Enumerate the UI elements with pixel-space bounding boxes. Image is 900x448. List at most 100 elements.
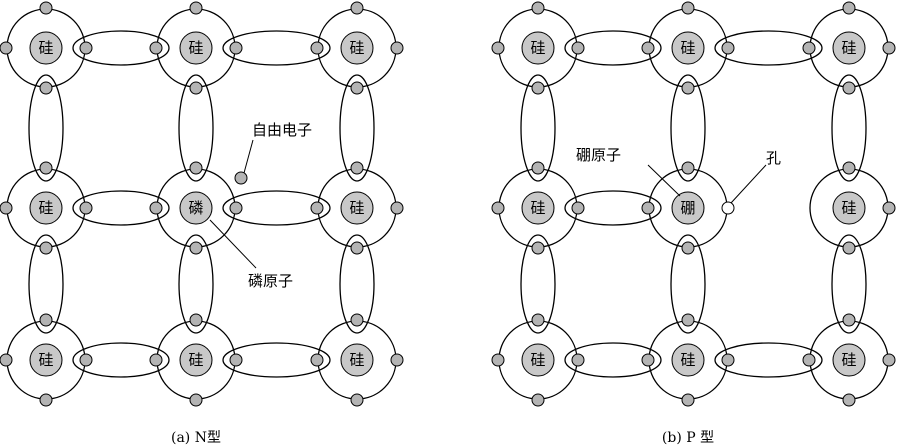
- covalent-bond-horizontal: [564, 190, 662, 226]
- atom-nucleus: [832, 191, 866, 225]
- valence-electron: [39, 1, 53, 15]
- valence-electron: [491, 41, 505, 55]
- atom-nucleus: [340, 31, 374, 65]
- p-type-panel: 硅硅硅硅硼硅硅硅硅硼原子孔(b) P 型: [491, 1, 896, 446]
- valence-electron: [189, 393, 203, 407]
- valence-electron: [149, 41, 163, 55]
- valence-electron: [641, 41, 655, 55]
- atom-nucleus: [179, 31, 213, 65]
- covalent-bond-vertical: [670, 74, 706, 182]
- valence-electron: [39, 393, 53, 407]
- valence-electron: [882, 201, 896, 215]
- boron-leader: [647, 164, 681, 197]
- atom-nucleus: [521, 191, 555, 225]
- atom-label: 硅: [841, 39, 856, 57]
- covalent-bond-horizontal: [72, 342, 170, 378]
- valence-electron: [189, 241, 203, 255]
- valence-electron: [310, 201, 324, 215]
- atom-label: 硅: [530, 199, 545, 217]
- valence-electron: [79, 353, 93, 367]
- valence-electron: [681, 1, 695, 15]
- valence-electron: [882, 353, 896, 367]
- valence-electron: [842, 241, 856, 255]
- valence-electron: [842, 81, 856, 95]
- atom-nucleus: [29, 31, 63, 65]
- atom-nucleus: [832, 343, 866, 377]
- valence-electron: [229, 353, 243, 367]
- valence-electron: [350, 313, 364, 327]
- valence-electron: [721, 41, 735, 55]
- valence-electron: [189, 313, 203, 327]
- valence-electron: [310, 353, 324, 367]
- atom-nucleus: [671, 31, 705, 65]
- valence-electron: [350, 241, 364, 255]
- valence-electron: [531, 241, 545, 255]
- atom-label: 硅: [349, 39, 364, 57]
- covalent-bond-vertical: [520, 234, 556, 334]
- valence-electron: [531, 393, 545, 407]
- atom-nucleus: [671, 343, 705, 377]
- atom-nucleus: [179, 191, 213, 225]
- valence-electron: [842, 313, 856, 327]
- atom-nucleus: [671, 191, 705, 225]
- covalent-bond-vertical: [670, 234, 706, 334]
- atom-nucleus: [29, 191, 63, 225]
- covalent-bond-vertical: [28, 234, 64, 334]
- covalent-bond-horizontal: [564, 30, 662, 66]
- valence-electron: [531, 161, 545, 175]
- atom-label: 硅: [38, 351, 53, 369]
- atom-label: 硅: [530, 351, 545, 369]
- hole: [721, 201, 735, 215]
- atom-label: 硼: [680, 199, 695, 217]
- valence-electron: [39, 241, 53, 255]
- atom-nucleus: [340, 191, 374, 225]
- covalent-bond-vertical: [28, 74, 64, 182]
- covalent-bond-horizontal: [222, 342, 331, 378]
- atom-label: 硅: [38, 199, 53, 217]
- free-electron-leader: [243, 139, 254, 174]
- valence-electron: [149, 353, 163, 367]
- atom-label: 硅: [841, 199, 856, 217]
- atom-nucleus: [521, 31, 555, 65]
- phosphorus-atom-label: 磷原子: [248, 272, 293, 290]
- atom-nucleus: [832, 31, 866, 65]
- valence-electron: [491, 353, 505, 367]
- atom-label: 硅: [349, 351, 364, 369]
- valence-electron: [189, 81, 203, 95]
- valence-electron: [390, 201, 404, 215]
- valence-electron: [641, 201, 655, 215]
- free-electron-label: 自由电子: [252, 121, 312, 139]
- valence-electron: [681, 81, 695, 95]
- atom-label: 硅: [188, 39, 203, 57]
- covalent-bond-vertical: [339, 234, 375, 334]
- valence-electron: [571, 201, 585, 215]
- valence-electron: [79, 41, 93, 55]
- atom-nucleus: [29, 343, 63, 377]
- valence-electron: [531, 81, 545, 95]
- hole-label: 孔: [766, 149, 781, 167]
- hole-leader: [730, 164, 767, 204]
- atom-label: 硅: [349, 199, 364, 217]
- covalent-bond-horizontal: [564, 342, 662, 378]
- valence-electron: [531, 1, 545, 15]
- valence-electron: [721, 353, 735, 367]
- valence-electron: [149, 201, 163, 215]
- valence-electron: [350, 1, 364, 15]
- valence-electron: [681, 241, 695, 255]
- valence-electron: [310, 41, 324, 55]
- valence-electron: [39, 161, 53, 175]
- valence-electron: [390, 41, 404, 55]
- atom-label: 磷: [188, 199, 203, 217]
- valence-electron: [350, 393, 364, 407]
- valence-electron: [390, 353, 404, 367]
- valence-electron: [641, 353, 655, 367]
- atom-nucleus: [340, 343, 374, 377]
- valence-electron: [681, 313, 695, 327]
- atom-label: 硅: [38, 39, 53, 57]
- n-type-panel: 硅硅硅硅磷硅硅硅硅自由电子磷原子(a) N型: [0, 1, 404, 446]
- atom-nucleus: [521, 343, 555, 377]
- valence-electron: [491, 201, 505, 215]
- free-electron: [234, 171, 248, 185]
- valence-electron: [79, 201, 93, 215]
